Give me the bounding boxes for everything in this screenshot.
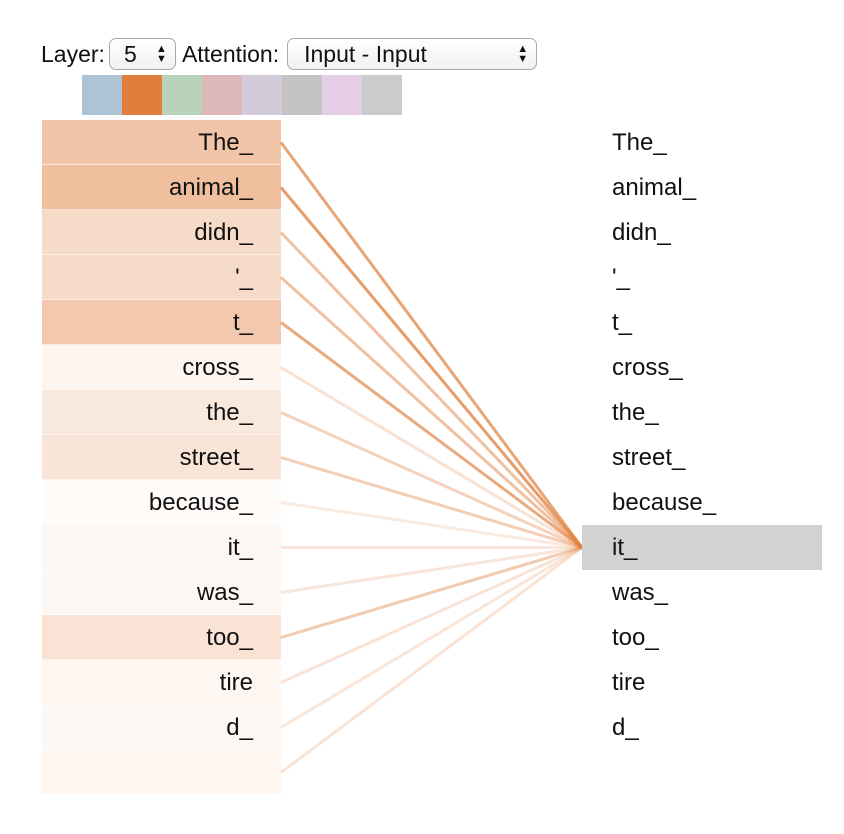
attention-line	[280, 501, 583, 549]
left-token[interactable]: The_	[42, 120, 281, 165]
select-arrows-icon: ▲▼	[517, 43, 529, 65]
select-arrows-icon: ▲▼	[156, 43, 167, 65]
head-swatch-2[interactable]	[122, 75, 162, 115]
attention-line	[279, 276, 584, 549]
right-token[interactable]: the_	[612, 399, 659, 426]
attention-line	[279, 186, 584, 549]
head-swatch-8[interactable]	[362, 75, 402, 115]
right-token[interactable]: because_	[612, 489, 717, 516]
attention-line	[280, 546, 583, 774]
attention-value: Input - Input	[304, 40, 427, 67]
right-token[interactable]: animal_	[612, 174, 697, 201]
right-token[interactable]: didn_	[612, 219, 671, 246]
left-token-column: The_animal_didn_'_t_cross_the_street_bec…	[42, 120, 281, 795]
attention-line	[280, 546, 583, 684]
head-swatch-1[interactable]	[82, 75, 122, 115]
right-token[interactable]: The_	[612, 129, 667, 156]
attention-line	[279, 231, 584, 549]
left-token[interactable]: didn_	[42, 210, 281, 255]
right-token-selected[interactable]: it_	[582, 525, 822, 570]
left-token[interactable]	[42, 750, 281, 795]
attention-line	[280, 456, 583, 549]
left-token[interactable]: d_	[42, 705, 281, 750]
left-token[interactable]: was_	[42, 570, 281, 615]
attention-line	[280, 321, 583, 549]
right-token[interactable]: was_	[612, 579, 669, 606]
right-token[interactable]: t_	[612, 309, 633, 336]
head-color-swatches	[82, 75, 402, 115]
controls-bar: Layer: 5 ▲▼ Attention: Input - Input ▲▼	[41, 37, 538, 71]
attention-line	[280, 366, 583, 549]
head-swatch-3[interactable]	[162, 75, 202, 115]
left-token[interactable]: animal_	[42, 165, 281, 210]
head-swatch-7[interactable]	[322, 75, 362, 115]
left-token[interactable]: the_	[42, 390, 281, 435]
attention-line	[280, 546, 583, 639]
attention-line	[280, 411, 583, 549]
left-token[interactable]: street_	[42, 435, 281, 480]
right-token[interactable]: d_	[612, 714, 639, 741]
right-token[interactable]: street_	[612, 444, 686, 471]
attention-line	[280, 546, 583, 729]
head-swatch-5[interactable]	[242, 75, 282, 115]
left-token[interactable]: tire	[42, 660, 281, 705]
left-token[interactable]: because_	[42, 480, 281, 525]
left-token[interactable]: it_	[42, 525, 281, 570]
layer-label: Layer:	[41, 40, 105, 67]
right-token[interactable]: '_	[612, 264, 630, 291]
right-token-column: The_ animal_ didn_ '_ t_ cross_ the_ street_bec…	[582, 120, 822, 750]
layer-value: 5	[123, 40, 137, 67]
layer-select[interactable]: 5 ▲▼	[108, 38, 176, 70]
left-token[interactable]: t_	[42, 300, 281, 345]
head-swatch-4[interactable]	[202, 75, 242, 115]
left-token[interactable]: '_	[42, 255, 281, 300]
right-token[interactable]: tire	[612, 669, 646, 696]
attention-label: Attention:	[181, 40, 280, 67]
right-token[interactable]: cross_	[612, 354, 683, 381]
left-token[interactable]: too_	[42, 615, 281, 660]
attention-line	[280, 546, 583, 594]
left-token[interactable]: cross_	[42, 345, 281, 390]
head-swatch-6[interactable]	[282, 75, 322, 115]
attention-line	[279, 141, 584, 549]
right-token[interactable]: too_	[612, 624, 659, 651]
attention-select[interactable]: Input - Input ▲▼	[287, 38, 538, 70]
